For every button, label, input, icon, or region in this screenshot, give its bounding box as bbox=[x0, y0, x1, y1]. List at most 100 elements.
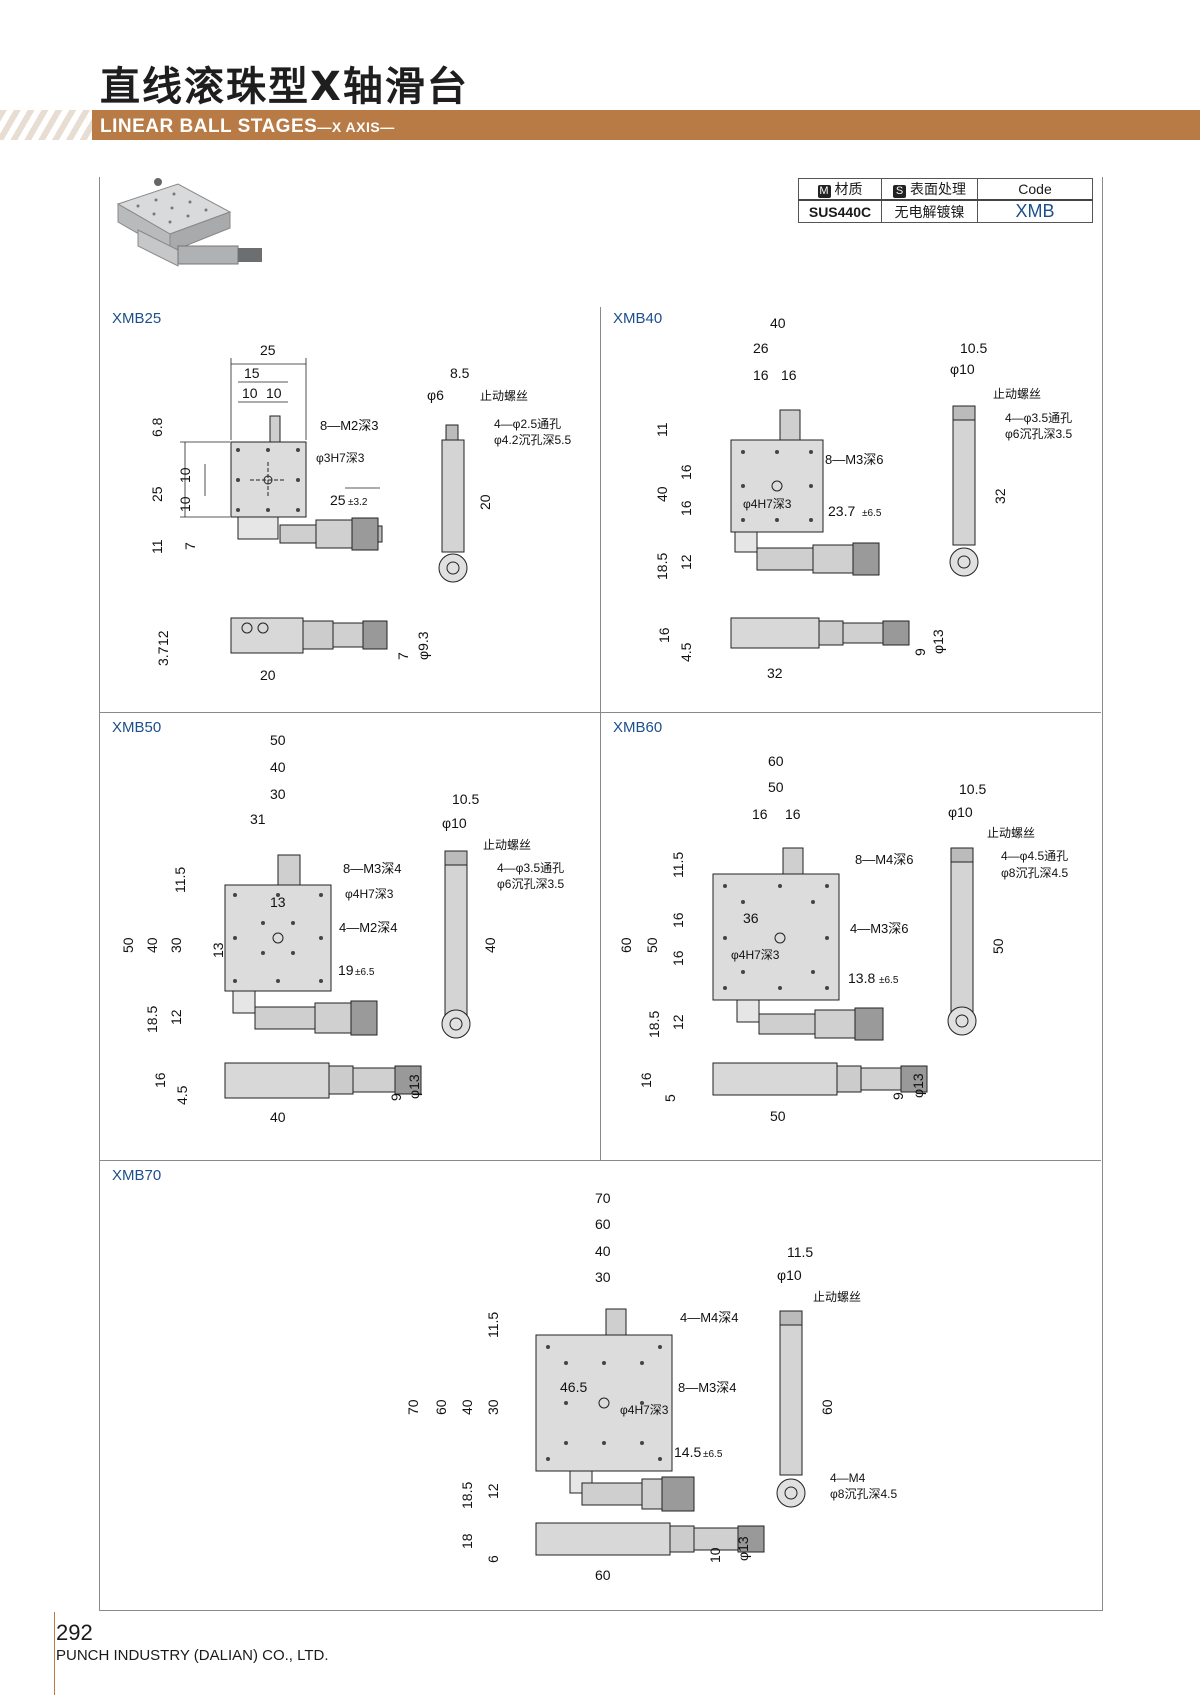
svg-text:φ6沉孔深3.5: φ6沉孔深3.5 bbox=[497, 877, 564, 891]
svg-text:φ4.2沉孔深5.5: φ4.2沉孔深5.5 bbox=[494, 433, 571, 447]
svg-text:16: 16 bbox=[670, 950, 686, 966]
svg-text:26: 26 bbox=[753, 340, 769, 356]
svg-text:11.5: 11.5 bbox=[485, 1312, 501, 1338]
svg-text:7: 7 bbox=[182, 542, 198, 550]
svg-text:φ13: φ13 bbox=[910, 1073, 926, 1098]
svg-text:10: 10 bbox=[177, 467, 193, 483]
svg-text:60: 60 bbox=[595, 1216, 611, 1232]
svg-text:10.5: 10.5 bbox=[960, 340, 987, 356]
svg-text:18.5: 18.5 bbox=[654, 553, 670, 580]
svg-text:40: 40 bbox=[270, 1109, 286, 1125]
svg-text:40: 40 bbox=[144, 937, 160, 953]
svg-text:40: 40 bbox=[595, 1243, 611, 1259]
svg-text:φ13: φ13 bbox=[930, 629, 946, 654]
svg-text:11.5: 11.5 bbox=[172, 867, 188, 893]
svg-text:25: 25 bbox=[330, 492, 346, 508]
svg-text:6.8: 6.8 bbox=[149, 417, 165, 437]
svg-text:16: 16 bbox=[152, 1072, 168, 1088]
svg-text:9: 9 bbox=[890, 1092, 906, 1100]
svg-text:16: 16 bbox=[656, 627, 672, 643]
svg-text:±6.5: ±6.5 bbox=[879, 975, 899, 986]
svg-text:30: 30 bbox=[270, 786, 286, 802]
svg-text:23.7: 23.7 bbox=[828, 503, 855, 519]
svg-text:12: 12 bbox=[485, 1483, 501, 1499]
svg-text:φ13: φ13 bbox=[735, 1536, 751, 1561]
drawing-xmb50: 50 40 30 31 11.5 50 40 30 13 13 18.5 12 … bbox=[120, 732, 564, 1125]
drawing-xmb70: 70 60 40 30 46.5 11.5 70 60 40 30 18.5 1… bbox=[405, 1190, 897, 1583]
svg-text:φ4H7深3: φ4H7深3 bbox=[731, 948, 780, 962]
svg-text:4—φ2.5通孔: 4—φ2.5通孔 bbox=[494, 417, 561, 431]
svg-text:8—M4深6: 8—M4深6 bbox=[855, 852, 914, 867]
section-label-xmb40: XMB40 bbox=[613, 310, 663, 327]
svg-text:25: 25 bbox=[149, 486, 165, 502]
drawing-xmb60: 60 50 16 16 36 11.5 60 50 16 16 18.5 12 … bbox=[618, 753, 1068, 1124]
svg-text:10: 10 bbox=[177, 496, 193, 512]
svg-text:50: 50 bbox=[770, 1108, 786, 1124]
section-label-xmb50: XMB50 bbox=[112, 719, 162, 736]
svg-text:16: 16 bbox=[678, 464, 694, 480]
svg-text:46.5: 46.5 bbox=[560, 1379, 587, 1395]
svg-text:13.8: 13.8 bbox=[848, 970, 875, 986]
svg-text:±6.5: ±6.5 bbox=[862, 508, 882, 519]
svg-text:16: 16 bbox=[752, 806, 768, 822]
svg-text:12: 12 bbox=[168, 1009, 184, 1025]
svg-text:40: 40 bbox=[270, 759, 286, 775]
svg-text:60: 60 bbox=[768, 753, 784, 769]
svg-text:50: 50 bbox=[768, 779, 784, 795]
svg-text:16: 16 bbox=[785, 806, 801, 822]
svg-text:φ10: φ10 bbox=[777, 1267, 802, 1283]
svg-text:止动螺丝: 止动螺丝 bbox=[483, 838, 531, 852]
svg-text:18: 18 bbox=[459, 1533, 475, 1549]
svg-text:4—φ4.5通孔: 4—φ4.5通孔 bbox=[1001, 849, 1068, 863]
svg-text:30: 30 bbox=[595, 1269, 611, 1285]
svg-text:20: 20 bbox=[260, 667, 276, 683]
svg-text:4—φ3.5通孔: 4—φ3.5通孔 bbox=[1005, 411, 1072, 425]
svg-text:11: 11 bbox=[654, 422, 670, 437]
svg-text:60: 60 bbox=[433, 1399, 449, 1415]
svg-text:32: 32 bbox=[992, 488, 1008, 504]
svg-text:25: 25 bbox=[260, 342, 276, 358]
svg-text:4—M4深4: 4—M4深4 bbox=[680, 1310, 739, 1325]
svg-text:50: 50 bbox=[120, 937, 136, 953]
svg-text:11: 11 bbox=[149, 539, 165, 554]
svg-text:20: 20 bbox=[477, 494, 493, 510]
svg-text:10: 10 bbox=[266, 385, 282, 401]
svg-text:φ4H7深3: φ4H7深3 bbox=[345, 887, 394, 901]
page-title: 直线滚珠型X轴滑台 bbox=[100, 64, 469, 110]
svg-text:12: 12 bbox=[155, 630, 171, 646]
svg-text:止动螺丝: 止动螺丝 bbox=[480, 389, 528, 403]
svg-text:φ10: φ10 bbox=[442, 815, 467, 831]
svg-text:3.7: 3.7 bbox=[155, 646, 171, 666]
svg-text:15: 15 bbox=[244, 365, 260, 381]
svg-text:18.5: 18.5 bbox=[459, 1482, 475, 1509]
drawing-xmb25: 25 15 10 10 6.8 25 10 10 11 7 8—M2深3 φ3H… bbox=[149, 342, 571, 683]
svg-text:4—M3深6: 4—M3深6 bbox=[850, 921, 909, 936]
svg-text:4.5: 4.5 bbox=[678, 642, 694, 662]
banner-title: LINEAR BALL STAGES—X AXIS— bbox=[100, 116, 395, 137]
svg-text:40: 40 bbox=[459, 1399, 475, 1415]
svg-text:8—M3深4: 8—M3深4 bbox=[343, 861, 402, 876]
svg-text:φ4H7深3: φ4H7深3 bbox=[620, 1403, 669, 1417]
svg-text:8—M3深4: 8—M3深4 bbox=[678, 1380, 737, 1395]
svg-text:60: 60 bbox=[618, 937, 634, 953]
svg-text:φ4H7深3: φ4H7深3 bbox=[743, 497, 792, 511]
svg-text:φ13: φ13 bbox=[406, 1074, 422, 1099]
svg-text:32: 32 bbox=[767, 665, 783, 681]
svg-text:10.5: 10.5 bbox=[452, 791, 479, 807]
svg-text:40: 40 bbox=[482, 937, 498, 953]
svg-text:±3.2: ±3.2 bbox=[348, 497, 368, 508]
svg-text:30: 30 bbox=[485, 1399, 501, 1415]
svg-text:60: 60 bbox=[819, 1399, 835, 1415]
svg-text:φ9.3: φ9.3 bbox=[415, 631, 431, 660]
company-name: PUNCH INDUSTRY (DALIAN) CO., LTD. bbox=[56, 1647, 329, 1664]
section-label-xmb25: XMB25 bbox=[112, 310, 162, 327]
svg-text:6: 6 bbox=[485, 1555, 501, 1563]
svg-text:9: 9 bbox=[388, 1093, 404, 1101]
svg-text:12: 12 bbox=[678, 554, 694, 570]
svg-text:16: 16 bbox=[678, 500, 694, 516]
svg-text:10: 10 bbox=[242, 385, 258, 401]
svg-text:16: 16 bbox=[753, 367, 769, 383]
svg-text:8—M2深3: 8—M2深3 bbox=[320, 418, 379, 433]
svg-text:φ10: φ10 bbox=[948, 804, 973, 820]
